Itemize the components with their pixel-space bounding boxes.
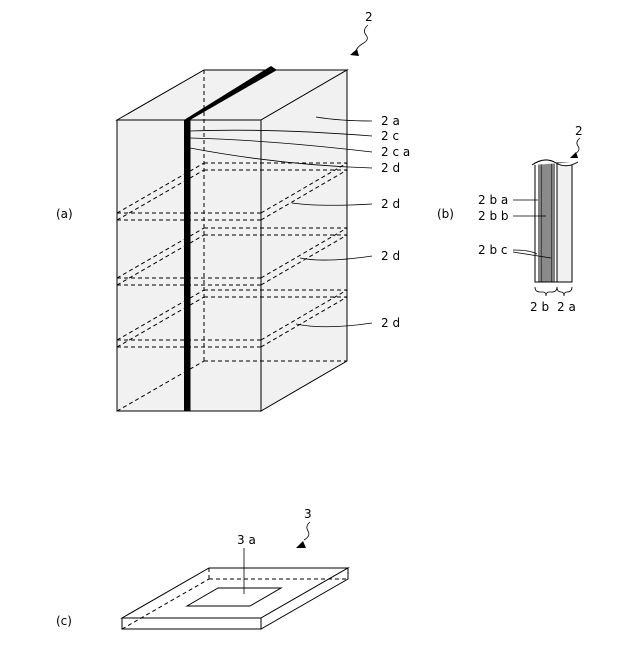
label-2-a: 2: [365, 10, 373, 24]
label-2a-b: 2 a: [557, 300, 576, 314]
label-2bc: 2 b c: [478, 243, 507, 257]
label-2bb: 2 b b: [478, 209, 509, 223]
layer-2a: [557, 163, 572, 282]
label-2ca: 2 c a: [381, 145, 410, 159]
label-2d-4: 2 d: [381, 316, 400, 330]
label-3a: 3 a: [237, 533, 256, 547]
panel-label-b: (b): [437, 207, 454, 221]
plate-front: [122, 618, 261, 629]
panel-b: 2 2 b a 2 b b 2 b c 2 b 2 a (b): [437, 124, 583, 314]
label-2c: 2 c: [381, 129, 399, 143]
label-2-b: 2: [575, 124, 583, 138]
label-3: 3: [304, 507, 312, 521]
label-2d-3: 2 d: [381, 249, 400, 263]
panel-c: 3 3 a (c): [56, 507, 348, 629]
label-2b: 2 b: [530, 300, 549, 314]
panel-a: 2 2 a 2 c 2 c a 2 d 2 d 2 d 2 d (a): [56, 10, 410, 411]
label-2d-1: 2 d: [381, 161, 400, 175]
panel-label-c: (c): [56, 614, 72, 628]
label-2ba: 2 b a: [478, 193, 508, 207]
label-2d-2: 2 d: [381, 197, 400, 211]
block-side-face: [261, 70, 347, 411]
sheet-2c-front: [184, 120, 190, 411]
panel-label-a: (a): [56, 207, 73, 221]
layer-2bb: [541, 163, 552, 282]
label-2a: 2 a: [381, 114, 400, 128]
